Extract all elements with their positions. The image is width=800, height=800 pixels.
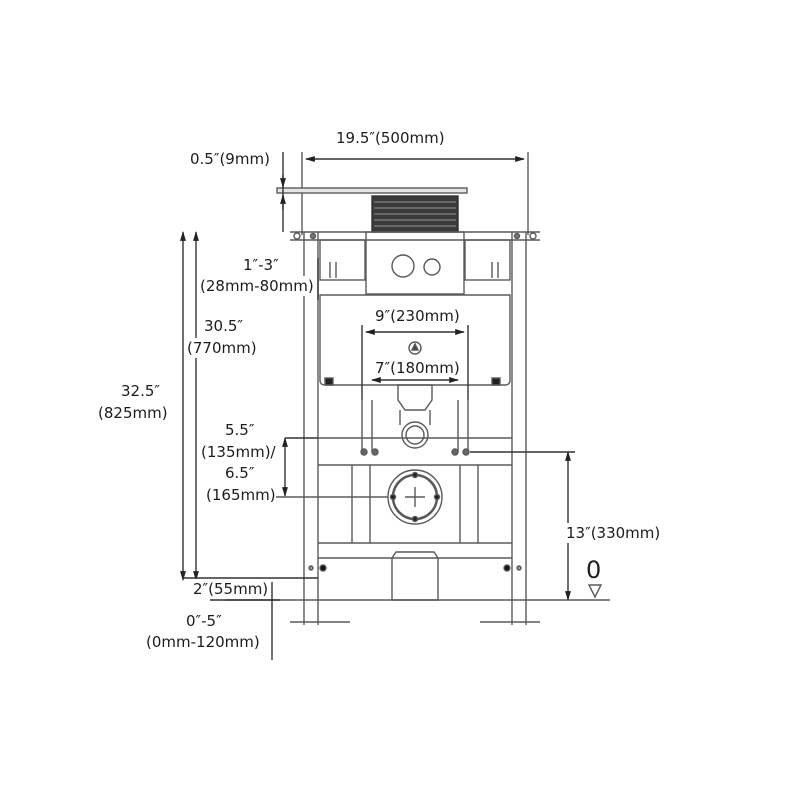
bolt-spacing-outer-label: 9″(230mm) [375,307,460,325]
flush-button-large [391,254,415,278]
floor-level-icon [587,584,603,599]
inlet-offset-label-line4: (165mm) [206,485,276,505]
total-height-label-line2: (825mm) [98,403,168,423]
wall-range-label-line2: (28mm-80mm) [200,276,314,296]
frame-uprights [303,232,527,625]
flush-button-small [423,258,441,276]
bolt-spacing-dimensions [361,325,469,400]
bolt-height-label: 13″(330mm) [566,523,661,543]
plate-thickness-label: 0.5″(9mm) [190,149,270,169]
inlet-offset-label-line2: (135mm)/ [201,442,276,462]
height-dimensions [180,231,575,660]
inlet-offset-label-line1: 5.5″ [225,420,255,440]
total-height-label-line1: 32.5″ [121,381,161,401]
width-label: 19.5″(500mm) [336,128,445,148]
frame-height-label-line1: 30.5″ [204,316,244,336]
cistern [319,231,511,386]
mounting-bolts [360,448,470,456]
foot-height-label: 2″(55mm) [193,579,269,599]
flush-plate [276,187,468,233]
frame-height-label-line2: (770mm) [187,338,257,358]
wall-range-label-line1: 1″-3″ [243,255,279,275]
inlet-offset-label-line3: 6.5″ [225,463,255,483]
bolt-spacing-inner-label: 7″(180mm) [375,359,460,377]
foot-adjust-label-line1: 0″-5″ [186,611,222,631]
top-rail [290,231,540,241]
foot-adjust-label-line2: (0mm-120mm) [146,632,260,652]
flush-pipe [397,384,433,449]
wall-brackets [319,239,511,281]
floor-level-label: 0 [586,556,602,584]
cross-rails [318,400,512,559]
frame-feet [225,551,610,623]
